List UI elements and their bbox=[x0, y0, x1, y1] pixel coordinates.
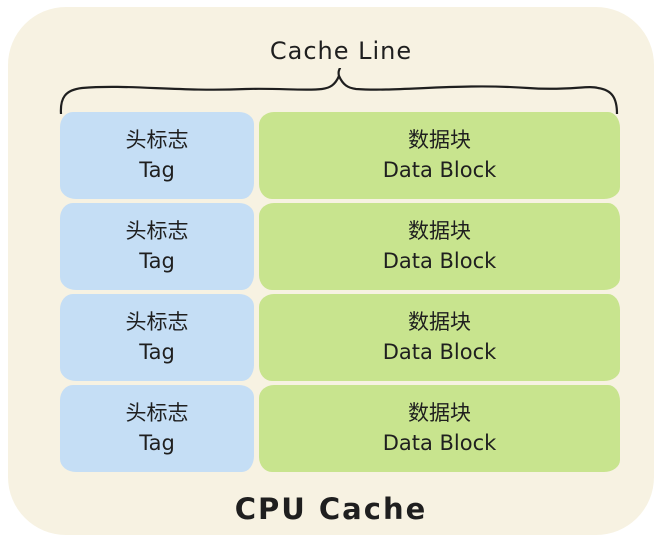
cpu-cache-title: CPU Cache bbox=[234, 492, 428, 526]
tag-label-zh: 头标志 bbox=[125, 128, 189, 153]
tag-box: 头标志 Tag bbox=[60, 294, 254, 381]
cpu-cache-panel: Cache Line 头标志 Tag 数据块 Data Block 头标志 Ta… bbox=[8, 7, 654, 535]
data-block-label-en: Data Block bbox=[382, 248, 497, 273]
curly-brace-icon bbox=[59, 68, 619, 114]
cache-rows: 头标志 Tag 数据块 Data Block 头标志 Tag 数据块 Data … bbox=[60, 112, 620, 472]
data-block-label-en: Data Block bbox=[382, 157, 497, 182]
cache-row: 头标志 Tag 数据块 Data Block bbox=[60, 203, 620, 290]
data-block-label-zh: 数据块 bbox=[408, 128, 471, 153]
tag-label-zh: 头标志 bbox=[125, 219, 189, 244]
data-block-box: 数据块 Data Block bbox=[259, 112, 620, 199]
data-block-label-zh: 数据块 bbox=[408, 219, 471, 244]
data-block-label-zh: 数据块 bbox=[408, 310, 471, 335]
tag-label-en: Tag bbox=[139, 157, 175, 182]
data-block-box: 数据块 Data Block bbox=[259, 294, 620, 381]
cache-row: 头标志 Tag 数据块 Data Block bbox=[60, 294, 620, 381]
data-block-box: 数据块 Data Block bbox=[259, 203, 620, 290]
data-block-box: 数据块 Data Block bbox=[259, 385, 620, 472]
tag-box: 头标志 Tag bbox=[60, 112, 254, 199]
data-block-label-en: Data Block bbox=[382, 430, 497, 455]
cache-line-label: Cache Line bbox=[269, 37, 413, 65]
tag-label-en: Tag bbox=[139, 430, 175, 455]
tag-label-zh: 头标志 bbox=[125, 310, 189, 335]
tag-label-en: Tag bbox=[139, 339, 175, 364]
cache-row: 头标志 Tag 数据块 Data Block bbox=[60, 112, 620, 199]
data-block-label-zh: 数据块 bbox=[408, 401, 471, 426]
tag-label-en: Tag bbox=[139, 248, 175, 273]
tag-box: 头标志 Tag bbox=[60, 203, 254, 290]
tag-box: 头标志 Tag bbox=[60, 385, 254, 472]
tag-label-zh: 头标志 bbox=[125, 401, 189, 426]
data-block-label-en: Data Block bbox=[382, 339, 497, 364]
cache-row: 头标志 Tag 数据块 Data Block bbox=[60, 385, 620, 472]
